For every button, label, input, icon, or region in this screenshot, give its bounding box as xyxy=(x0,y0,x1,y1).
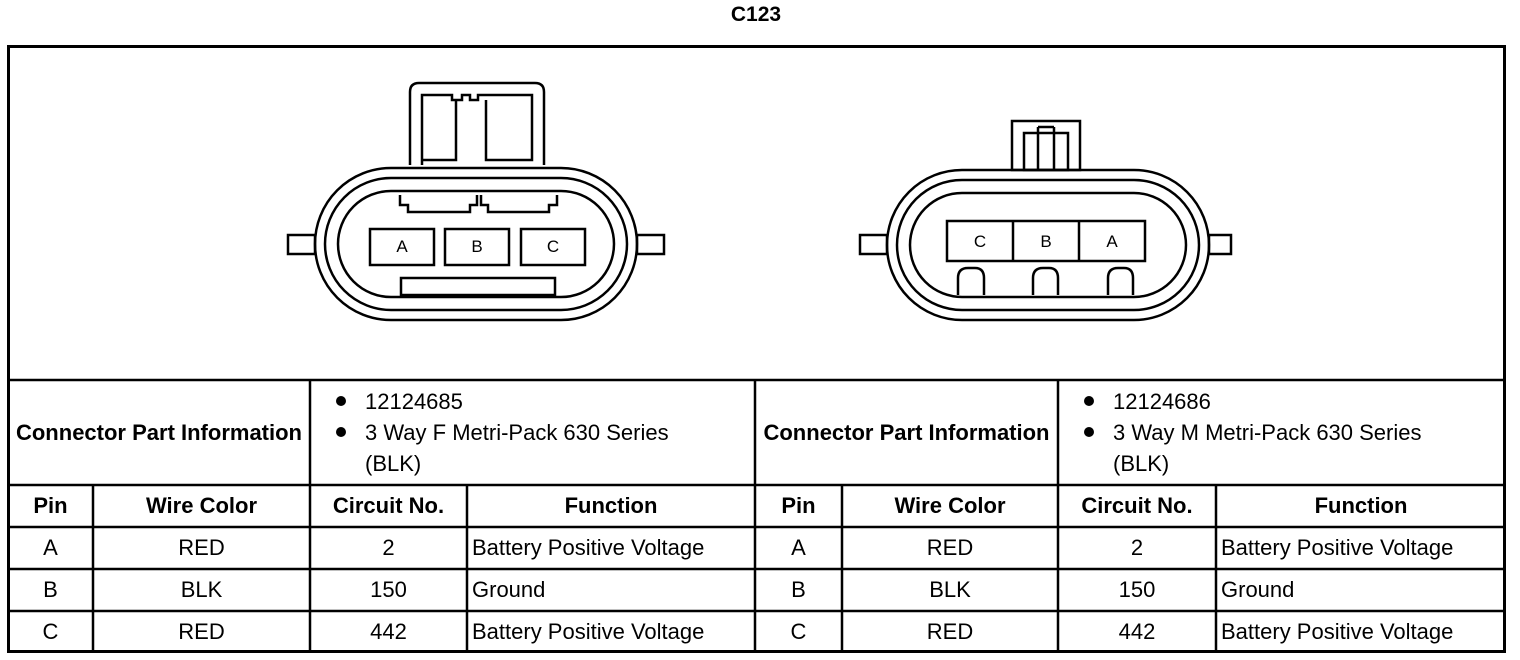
bullet-icon xyxy=(1084,396,1094,406)
column-header-wire-color: Wire Color xyxy=(145,493,258,519)
pin-label-a: A xyxy=(1106,232,1118,251)
info-item: 12124686 xyxy=(1078,386,1473,417)
column-header-circuit: Circuit No. xyxy=(332,493,445,519)
bullet-icon xyxy=(336,427,346,437)
pin-label-c: C xyxy=(547,237,559,256)
info-item: 12124685 xyxy=(330,386,725,417)
column-header-function: Function xyxy=(1314,493,1408,519)
function-cell: Battery Positive Voltage xyxy=(1221,619,1454,645)
pin-label-b: B xyxy=(471,237,482,256)
column-header-pin: Pin xyxy=(781,493,816,519)
bullet-icon xyxy=(1084,427,1094,437)
wire-color-cell: BLK xyxy=(929,577,971,603)
circuit-cell: 2 xyxy=(1130,535,1144,561)
info-item: 3 Way M Metri-Pack 630 Series (BLK) xyxy=(1078,417,1473,479)
pin-label-a: A xyxy=(396,237,408,256)
connector-title: C123 xyxy=(730,3,782,26)
pin-cell: C xyxy=(790,619,807,645)
connector-info-list: 12124686 3 Way M Metri-Pack 630 Series (… xyxy=(1078,386,1473,479)
pin-cell: A xyxy=(43,535,58,561)
bullet-icon xyxy=(336,396,346,406)
wire-color-cell: RED xyxy=(178,619,225,645)
circuit-cell: 442 xyxy=(370,619,407,645)
pin-label-c: C xyxy=(974,232,986,251)
column-header-wire-color: Wire Color xyxy=(894,493,1006,519)
pin-cell: A xyxy=(791,535,806,561)
wire-color-cell: RED xyxy=(178,535,225,561)
column-header-circuit: Circuit No. xyxy=(1081,493,1193,519)
female-connector-icon xyxy=(286,81,666,322)
column-header-pin: Pin xyxy=(33,493,68,519)
function-cell: Battery Positive Voltage xyxy=(472,619,705,645)
wire-color-cell: RED xyxy=(926,619,974,645)
diagram-frame xyxy=(7,45,1506,653)
connector-info-label: Connector Part Information xyxy=(763,419,1050,445)
wire-color-cell: BLK xyxy=(180,577,223,603)
circuit-cell: 150 xyxy=(1118,577,1156,603)
pin-label-b: B xyxy=(1040,232,1051,251)
function-cell: Battery Positive Voltage xyxy=(472,535,705,561)
info-item: 3 Way F Metri-Pack 630 Series (BLK) xyxy=(330,417,725,479)
connector-info-list: 12124685 3 Way F Metri-Pack 630 Series (… xyxy=(330,386,725,479)
male-connector-icon xyxy=(858,119,1233,322)
connector-info-label: Connector Part Information xyxy=(15,419,302,445)
circuit-cell: 2 xyxy=(382,535,395,561)
pin-cell: C xyxy=(42,619,59,645)
circuit-cell: 442 xyxy=(1118,619,1156,645)
pin-cell: B xyxy=(791,577,806,603)
wire-color-cell: RED xyxy=(926,535,974,561)
column-header-function: Function xyxy=(564,493,658,519)
circuit-cell: 150 xyxy=(370,577,407,603)
function-cell: Ground xyxy=(472,577,546,603)
pin-cell: B xyxy=(43,577,58,603)
function-cell: Battery Positive Voltage xyxy=(1221,535,1454,561)
function-cell: Ground xyxy=(1221,577,1295,603)
